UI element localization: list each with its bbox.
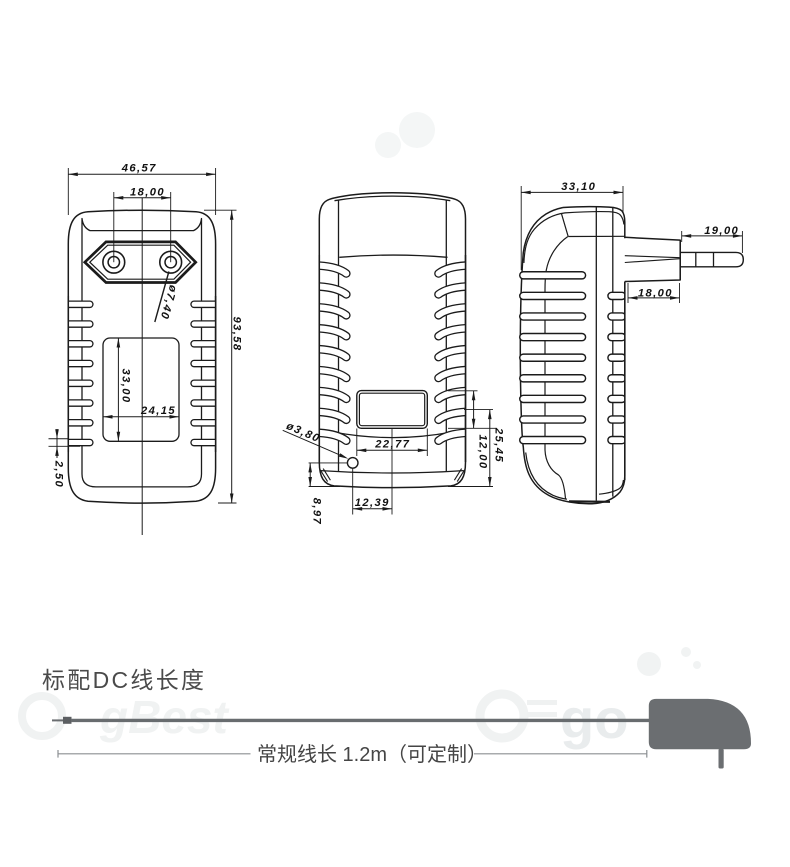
svg-text:46,57: 46,57 bbox=[121, 163, 157, 175]
svg-text:标配DC线长度: 标配DC线长度 bbox=[42, 667, 206, 693]
svg-text:33,10: 33,10 bbox=[561, 181, 596, 193]
svg-text:gBest: gBest bbox=[99, 691, 229, 743]
svg-text:常规线长 1.2m（可定制）: 常规线长 1.2m（可定制） bbox=[257, 743, 487, 766]
svg-text:18,00: 18,00 bbox=[638, 288, 673, 300]
svg-text:25,45: 25,45 bbox=[493, 427, 505, 463]
svg-text:12,39: 12,39 bbox=[355, 497, 390, 509]
svg-text:33,00: 33,00 bbox=[119, 369, 131, 404]
svg-text:go: go bbox=[560, 687, 628, 750]
svg-text:18,00: 18,00 bbox=[130, 186, 165, 198]
svg-text:19,00: 19,00 bbox=[704, 225, 739, 237]
svg-text:8,97: 8,97 bbox=[311, 498, 323, 525]
svg-text:93,58: 93,58 bbox=[231, 317, 243, 352]
svg-text:24,15: 24,15 bbox=[140, 405, 176, 417]
svg-text:12,00: 12,00 bbox=[477, 435, 489, 470]
svg-text:2,50: 2,50 bbox=[52, 460, 64, 488]
